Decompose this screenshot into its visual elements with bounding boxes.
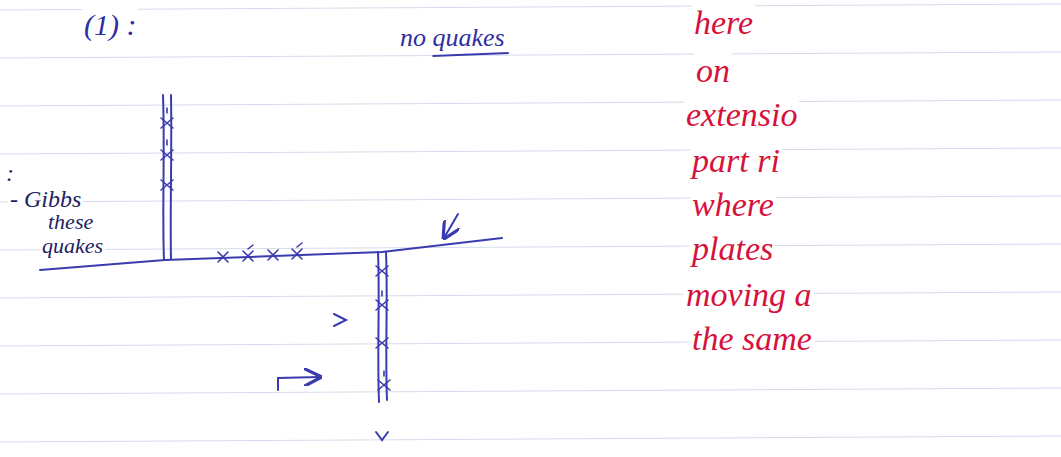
handwritten-note: extensio — [684, 96, 799, 133]
underline — [433, 53, 509, 56]
pointer-arrow — [444, 214, 458, 238]
motion-arrow — [278, 377, 320, 390]
note-text: quakes — [40, 233, 105, 258]
handwritten-note-holder: moving a — [684, 276, 814, 313]
note-text-holder: these — [46, 210, 95, 234]
note-text-holder: quakes — [40, 234, 105, 258]
transform-fault — [40, 238, 502, 270]
note-text-holder: no quakes — [398, 24, 507, 53]
section-number-holder: (1) : — [82, 8, 138, 41]
note-text: these — [46, 209, 95, 234]
handwritten-note: where — [690, 186, 776, 223]
handwritten-note: plates — [690, 230, 775, 267]
handwritten-note-holder: extensio — [684, 96, 799, 133]
handwritten-note: here — [692, 4, 755, 41]
note-text: no quakes — [398, 23, 507, 52]
handwritten-note: on — [694, 52, 732, 89]
handwritten-note: moving a — [684, 276, 814, 313]
handwritten-note-holder: here — [692, 4, 755, 41]
ruled-lines — [0, 4, 1061, 442]
motion-arrow — [334, 314, 346, 326]
quake-marks — [161, 108, 390, 390]
handwritten-note-holder: on — [694, 52, 732, 89]
handwritten-note-holder: where — [690, 186, 776, 223]
handwritten-note: the same — [690, 320, 814, 357]
motion-arrow — [376, 432, 388, 440]
note-text: : — [4, 160, 16, 186]
handwritten-note-holder: plates — [690, 230, 775, 267]
handwritten-note-holder: part ri — [690, 142, 782, 179]
handwritten-note-holder: the same — [690, 320, 814, 357]
note-text-holder: : — [4, 160, 16, 186]
section-number: (1) : — [82, 8, 138, 41]
handwritten-note: part ri — [690, 142, 782, 179]
